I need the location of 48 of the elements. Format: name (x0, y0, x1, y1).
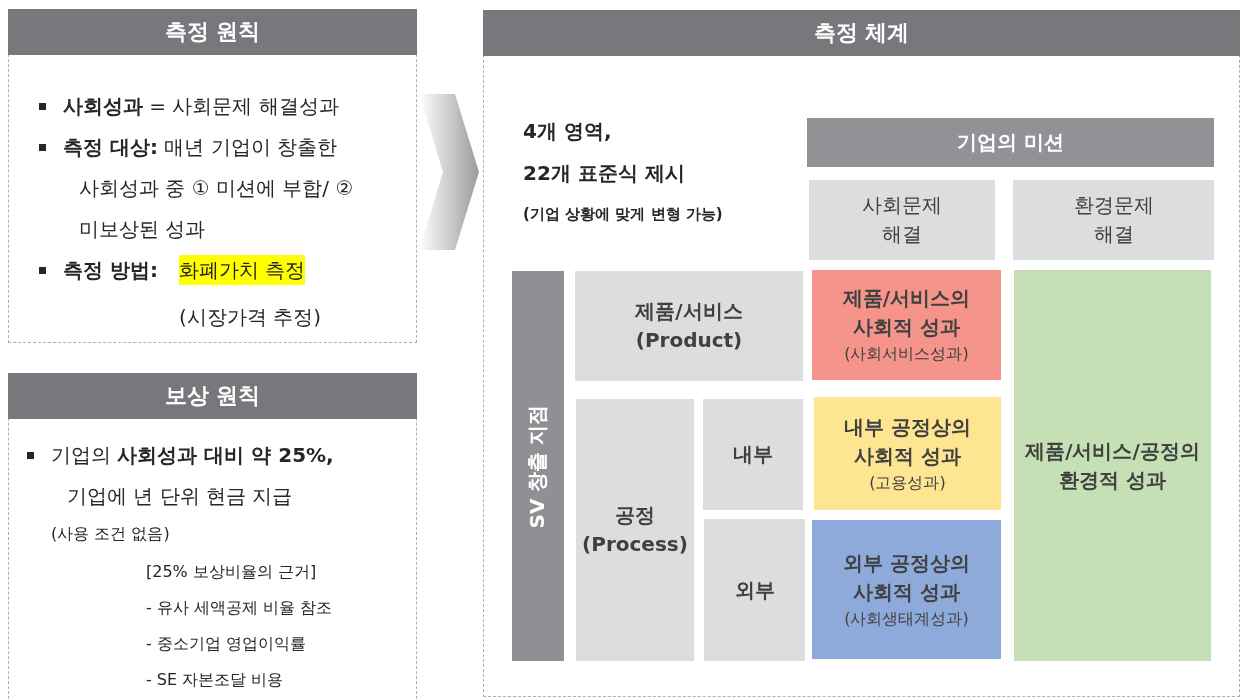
panel (8, 373, 417, 699)
box-label: 외부 공정상의 사회적 성과 (842, 549, 971, 606)
text: (기업 상황에 맞게 변형 가능) (523, 204, 723, 225)
box-sublabel: (고용성과) (869, 471, 946, 494)
box-label: 환경문제 해결 (1072, 192, 1155, 248)
panel-header: 보상 원칙 (8, 373, 417, 419)
text: 측정 대상: 매년 기업이 창출한 사회성과 중 ① 미션에 부합/ ② 미보상된 성과 (63, 134, 355, 243)
text: - 유사 세액공제 비율 참조 (146, 597, 333, 619)
highlighted-text: 화폐가치 측정 (179, 255, 306, 285)
panel (483, 10, 1240, 697)
box-label: 내부 공정상의 사회적 성과 (843, 413, 972, 470)
box-label: 제품/서비스/공정의 환경적 성과 (1024, 437, 1201, 494)
row-header (704, 519, 805, 661)
box-label: 사회문제 해결 (861, 192, 943, 248)
column-header (807, 118, 1214, 167)
result-box (812, 270, 1001, 380)
column-header (809, 180, 995, 260)
panel-header: 측정 원칙 (8, 9, 417, 55)
row-header (576, 399, 694, 661)
text: 측정 방법: (63, 257, 158, 284)
text: - SE 자본조달 비용 (146, 669, 284, 691)
text: 사회성과 = 사회문제 해결성과 (63, 93, 339, 120)
box-label: 제품/서비스 (Product) (634, 298, 744, 354)
row-header (512, 271, 564, 661)
text: 기업의 사회성과 대비 약 25%, 기업에 년 단위 현금 지급 (51, 442, 335, 510)
box-sublabel: (사회생태계성과) (844, 607, 969, 630)
result-box (1014, 270, 1211, 661)
box-label: 공정 (Process) (581, 502, 689, 558)
row-header (575, 271, 803, 381)
text: (사용 조건 없음) (51, 523, 170, 545)
box-label: 내부 (733, 441, 773, 468)
panel (8, 9, 417, 343)
text: - 중소기업 영업이익률 (146, 633, 306, 655)
column-header (1013, 180, 1214, 260)
chevron-arrow (419, 94, 479, 250)
result-box (814, 397, 1001, 510)
row-header (703, 399, 803, 510)
result-box (812, 520, 1001, 659)
box-label: SV 창출 지점 (524, 404, 551, 528)
text: [25% 보상비율의 근거] (146, 561, 317, 583)
text: 4개 영역, (523, 118, 612, 145)
text: 22개 표준식 제시 (523, 160, 685, 187)
box-label: 외부 (734, 576, 775, 604)
panel-header: 측정 체계 (483, 10, 1240, 56)
text: (시장가격 추정) (179, 304, 321, 331)
box-label: 제품/서비스의 사회적 성과 (841, 285, 972, 341)
box-label: 기업의 미션 (957, 129, 1064, 156)
box-sublabel: (사회서비스성과) (844, 343, 969, 365)
